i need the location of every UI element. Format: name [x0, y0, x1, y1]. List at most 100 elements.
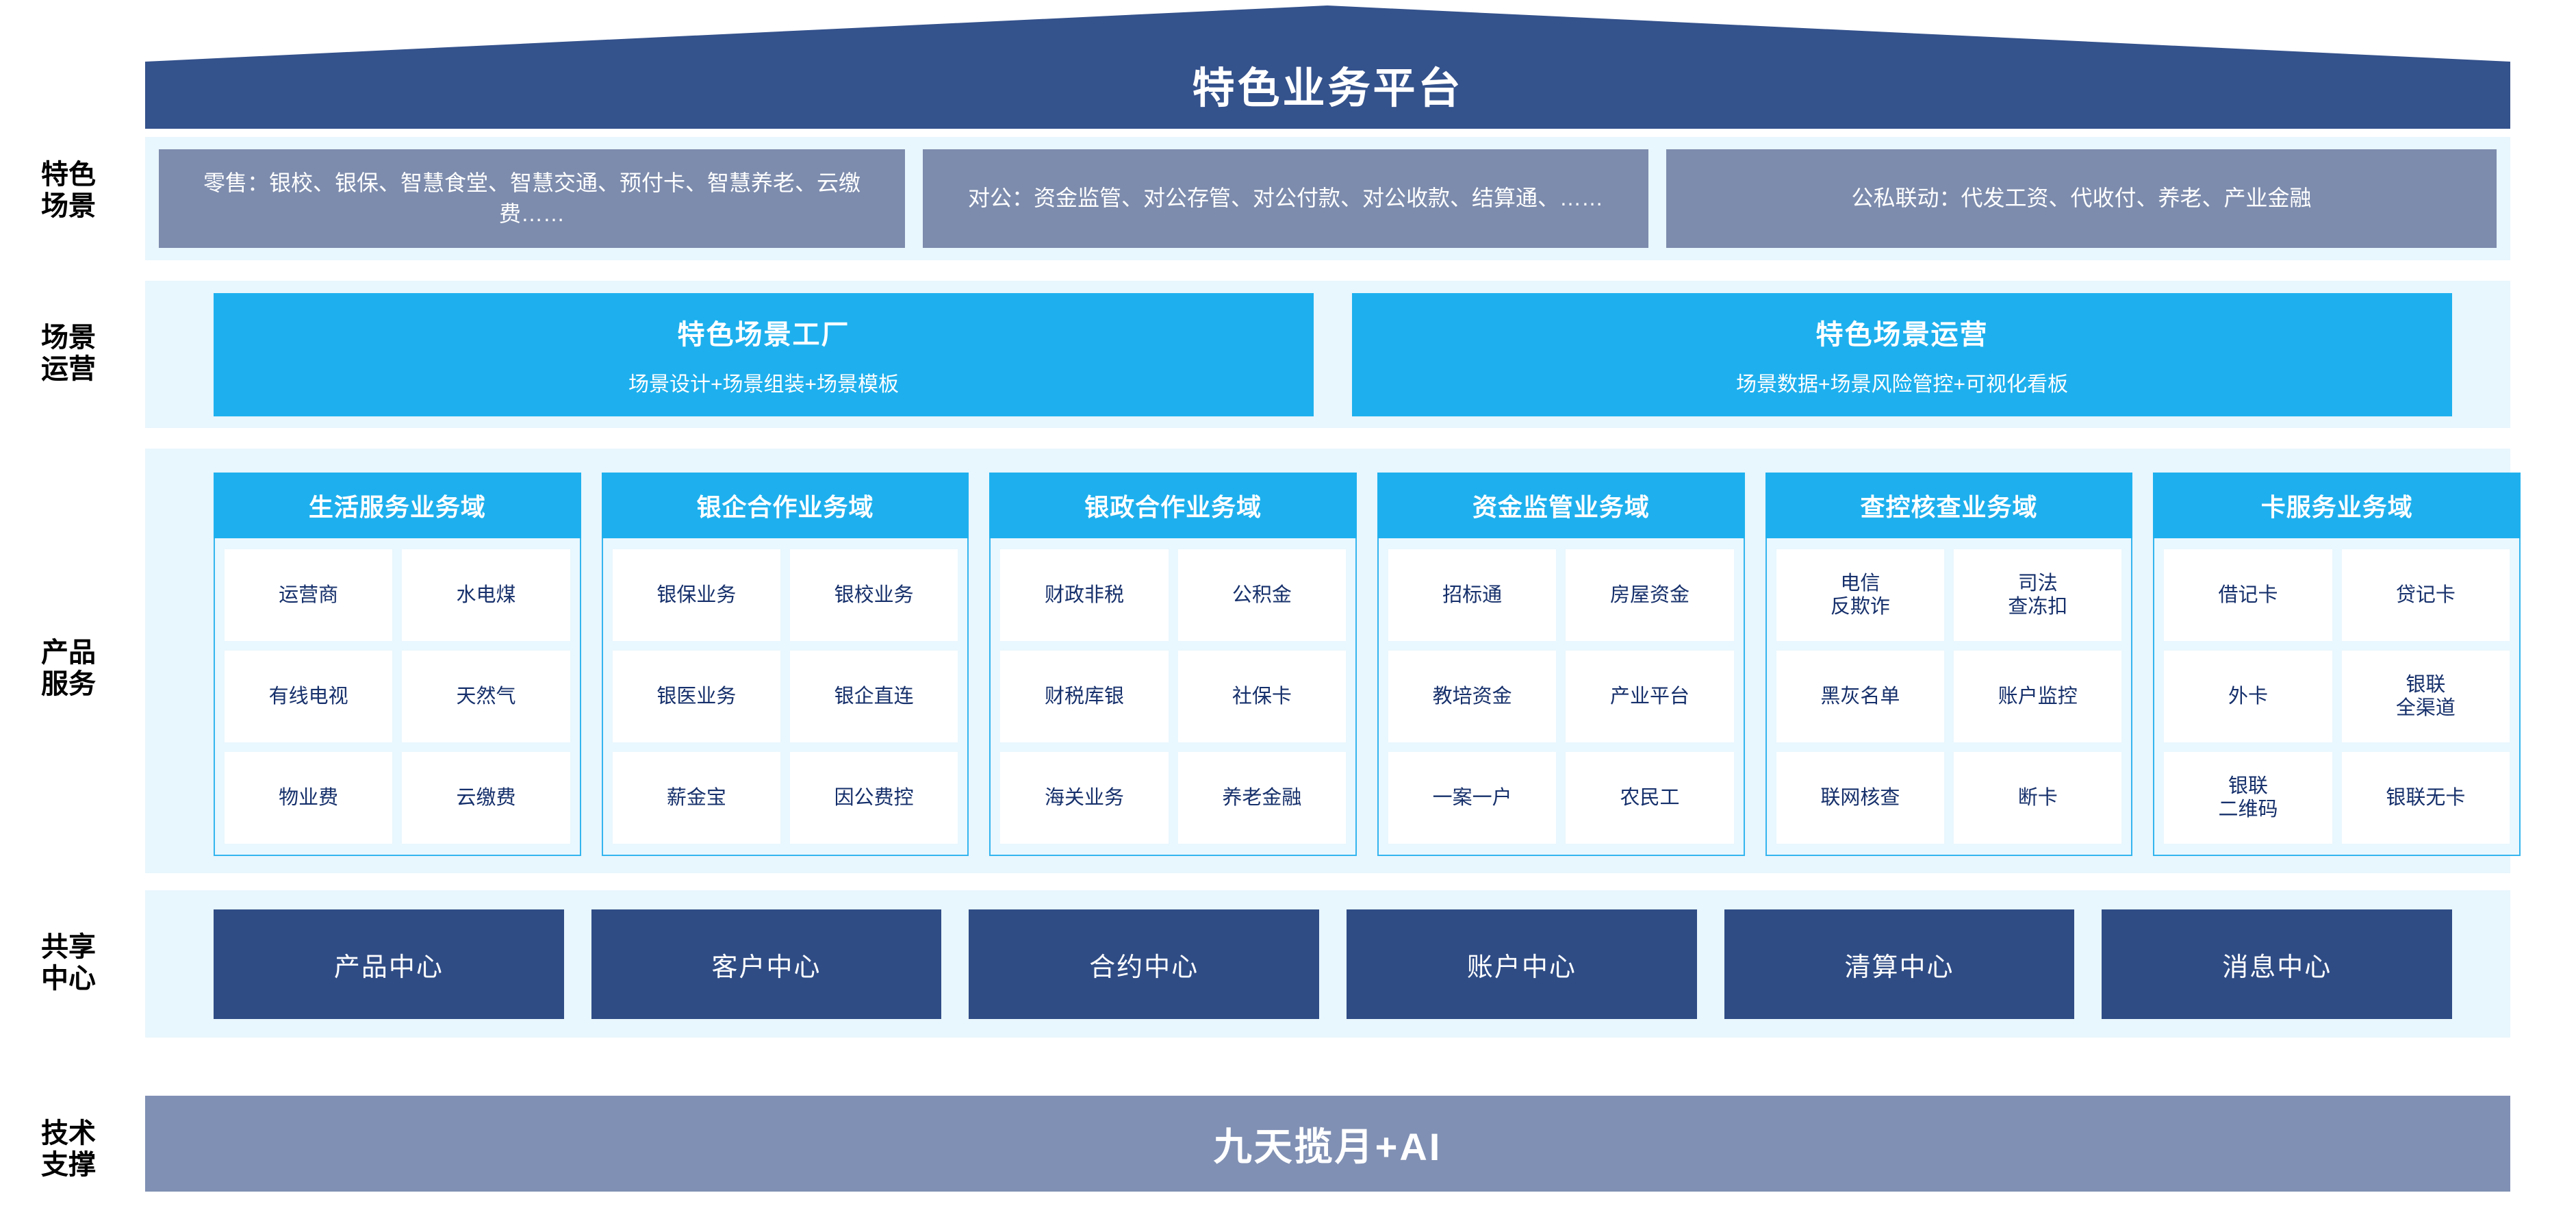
product-cell-row: 薪金宝因公费控 [612, 752, 958, 844]
product-domain-column: 银企合作业务域银保业务银校业务银医业务银企直连薪金宝因公费控 [601, 473, 969, 856]
tech-support-title: 九天揽月+AI [1213, 1124, 1442, 1168]
product-service-cell[interactable]: 借记卡 [2164, 549, 2332, 641]
shared-center-row: 产品中心客户中心合约中心账户中心清算中心消息中心 [214, 909, 2453, 1019]
shared-center-box[interactable]: 消息中心 [2102, 909, 2453, 1019]
product-service-cell[interactable]: 产业平台 [1566, 651, 1734, 742]
tech-support-bar[interactable]: 九天揽月+AI [145, 1096, 2510, 1192]
product-service-cell[interactable]: 云缴费 [402, 752, 570, 844]
product-domain-column: 生活服务业务域运营商水电煤有线电视天然气物业费云缴费 [214, 473, 581, 856]
product-service-cell[interactable]: 银联 二维码 [2164, 752, 2332, 844]
product-cell-row: 教培资金产业平台 [1388, 651, 1734, 742]
product-service-cell[interactable]: 司法 查冻扣 [1954, 549, 2122, 641]
shared-center-box[interactable]: 产品中心 [214, 909, 564, 1019]
product-cell-row: 招标通房屋资金 [1388, 549, 1734, 641]
operation-title-factory: 特色场景工厂 [677, 320, 850, 350]
product-cell-row: 联网核查断卡 [1776, 752, 2122, 844]
product-service-cell[interactable]: 财政非税 [1000, 549, 1169, 641]
scenario-box-linkage[interactable]: 公私联动：代发工资、代收付、养老、产业金融 [1666, 149, 2497, 248]
platform-roof: 特色业务平台 [145, 5, 2510, 129]
product-cell-row: 黑灰名单账户监控 [1776, 651, 2122, 742]
product-service-cell[interactable]: 房屋资金 [1566, 549, 1734, 641]
product-domain-body: 运营商水电煤有线电视天然气物业费云缴费 [214, 538, 581, 856]
product-service-cell[interactable]: 养老金融 [1177, 752, 1347, 844]
product-cell-row: 借记卡贷记卡 [2164, 549, 2510, 641]
product-service-cell[interactable]: 海关业务 [1000, 752, 1169, 844]
product-cell-row: 电信 反欺诈司法 查冻扣 [1776, 549, 2122, 641]
row-label-shared: 共享中心 [41, 932, 96, 994]
product-service-cell[interactable]: 银联无卡 [2341, 752, 2510, 844]
product-service-cell[interactable]: 断卡 [1954, 752, 2122, 844]
product-service-cell[interactable]: 银医业务 [612, 651, 781, 742]
operation-subtitle-operating: 场景数据+场景风险管控+可视化看板 [1735, 373, 2069, 396]
scenario-row: 零售：银校、银保、智慧食堂、智慧交通、预付卡、智慧养老、云缴费…… 对公：资金监… [159, 149, 2497, 248]
product-service-cell[interactable]: 一案一户 [1388, 752, 1557, 844]
product-cell-row: 物业费云缴费 [225, 752, 570, 844]
product-service-cell[interactable]: 外卡 [2164, 651, 2332, 742]
product-domain-header[interactable]: 卡服务业务域 [2153, 473, 2521, 538]
product-service-cell[interactable]: 招标通 [1388, 549, 1557, 641]
page-title: 特色业务平台 [1192, 65, 1464, 112]
operation-row: 特色场景工厂 场景设计+场景组装+场景模板 特色场景运营 场景数据+场景风险管控… [214, 293, 2452, 416]
row-label-tech: 技术支撑 [41, 1118, 96, 1180]
product-domain-body: 银保业务银校业务银医业务银企直连薪金宝因公费控 [601, 538, 969, 856]
operation-box-operating[interactable]: 特色场景运营 场景数据+场景风险管控+可视化看板 [1352, 293, 2452, 416]
product-cell-row: 财政非税公积金 [1000, 549, 1347, 641]
product-service-cell[interactable]: 天然气 [402, 651, 570, 742]
product-cell-row: 银医业务银企直连 [612, 651, 958, 742]
product-domain-header[interactable]: 银企合作业务域 [601, 473, 969, 538]
product-domain-header[interactable]: 银政合作业务域 [989, 473, 1357, 538]
product-service-cell[interactable]: 联网核查 [1776, 752, 1945, 844]
product-service-cell[interactable]: 贷记卡 [2341, 549, 2510, 641]
product-domain-column: 银政合作业务域财政非税公积金财税库银社保卡海关业务养老金融 [989, 473, 1357, 856]
product-domain-header[interactable]: 生活服务业务域 [214, 473, 581, 538]
product-domain-body: 招标通房屋资金教培资金产业平台一案一户农民工 [1377, 538, 1745, 856]
product-domain-header[interactable]: 资金监管业务域 [1377, 473, 1745, 538]
product-service-cell[interactable]: 薪金宝 [612, 752, 781, 844]
product-service-cell[interactable]: 黑灰名单 [1776, 651, 1945, 742]
product-domain-row: 生活服务业务域运营商水电煤有线电视天然气物业费云缴费银企合作业务域银保业务银校业… [214, 473, 2521, 856]
product-domain-header[interactable]: 查控核查业务域 [1765, 473, 2133, 538]
product-domain-body: 财政非税公积金财税库银社保卡海关业务养老金融 [989, 538, 1357, 856]
shared-center-box[interactable]: 合约中心 [969, 909, 1320, 1019]
product-service-cell[interactable]: 水电煤 [402, 549, 570, 641]
product-service-cell[interactable]: 公积金 [1177, 549, 1347, 641]
scenario-box-corporate[interactable]: 对公：资金监管、对公存管、对公付款、对公收款、结算通、…… [923, 149, 1648, 248]
product-service-cell[interactable]: 财税库银 [1000, 651, 1169, 742]
product-service-cell[interactable]: 银校业务 [790, 549, 958, 641]
product-service-cell[interactable]: 农民工 [1566, 752, 1734, 844]
product-service-cell[interactable]: 银联 全渠道 [2341, 651, 2510, 742]
row-label-scenario: 特色场景 [41, 160, 96, 221]
shared-center-box[interactable]: 账户中心 [1347, 909, 1697, 1019]
product-service-cell[interactable]: 因公费控 [790, 752, 958, 844]
product-cell-row: 银保业务银校业务 [612, 549, 958, 641]
product-service-cell[interactable]: 银企直连 [790, 651, 958, 742]
product-domain-body: 借记卡贷记卡外卡银联 全渠道银联 二维码银联无卡 [2153, 538, 2521, 856]
row-label-operation: 场景运营 [41, 323, 96, 384]
product-service-cell[interactable]: 社保卡 [1177, 651, 1347, 742]
shared-center-box[interactable]: 清算中心 [1724, 909, 2075, 1019]
shared-center-box[interactable]: 客户中心 [591, 909, 942, 1019]
product-domain-column: 卡服务业务域借记卡贷记卡外卡银联 全渠道银联 二维码银联无卡 [2153, 473, 2521, 856]
product-service-cell[interactable]: 运营商 [225, 549, 393, 641]
operation-box-factory[interactable]: 特色场景工厂 场景设计+场景组装+场景模板 [214, 293, 1314, 416]
product-service-cell[interactable]: 教培资金 [1388, 651, 1557, 742]
product-service-cell[interactable]: 电信 反欺诈 [1776, 549, 1945, 641]
product-domain-column: 资金监管业务域招标通房屋资金教培资金产业平台一案一户农民工 [1377, 473, 1745, 856]
product-service-cell[interactable]: 有线电视 [225, 651, 393, 742]
product-domain-column: 查控核查业务域电信 反欺诈司法 查冻扣黑灰名单账户监控联网核查断卡 [1765, 473, 2133, 856]
roof-shape [145, 5, 2510, 129]
product-service-cell[interactable]: 物业费 [225, 752, 393, 844]
row-label-product: 产品服务 [41, 638, 96, 699]
operation-subtitle-factory: 场景设计+场景组装+场景模板 [628, 373, 900, 396]
product-cell-row: 有线电视天然气 [225, 651, 570, 742]
product-cell-row: 运营商水电煤 [225, 549, 570, 641]
product-cell-row: 海关业务养老金融 [1000, 752, 1347, 844]
product-service-cell[interactable]: 账户监控 [1954, 651, 2122, 742]
operation-title-operating: 特色场景运营 [1815, 320, 1989, 350]
product-cell-row: 财税库银社保卡 [1000, 651, 1347, 742]
product-cell-row: 外卡银联 全渠道 [2164, 651, 2510, 742]
product-service-cell[interactable]: 银保业务 [612, 549, 781, 641]
scenario-box-retail[interactable]: 零售：银校、银保、智慧食堂、智慧交通、预付卡、智慧养老、云缴费…… [159, 149, 905, 248]
product-cell-row: 一案一户农民工 [1388, 752, 1734, 844]
